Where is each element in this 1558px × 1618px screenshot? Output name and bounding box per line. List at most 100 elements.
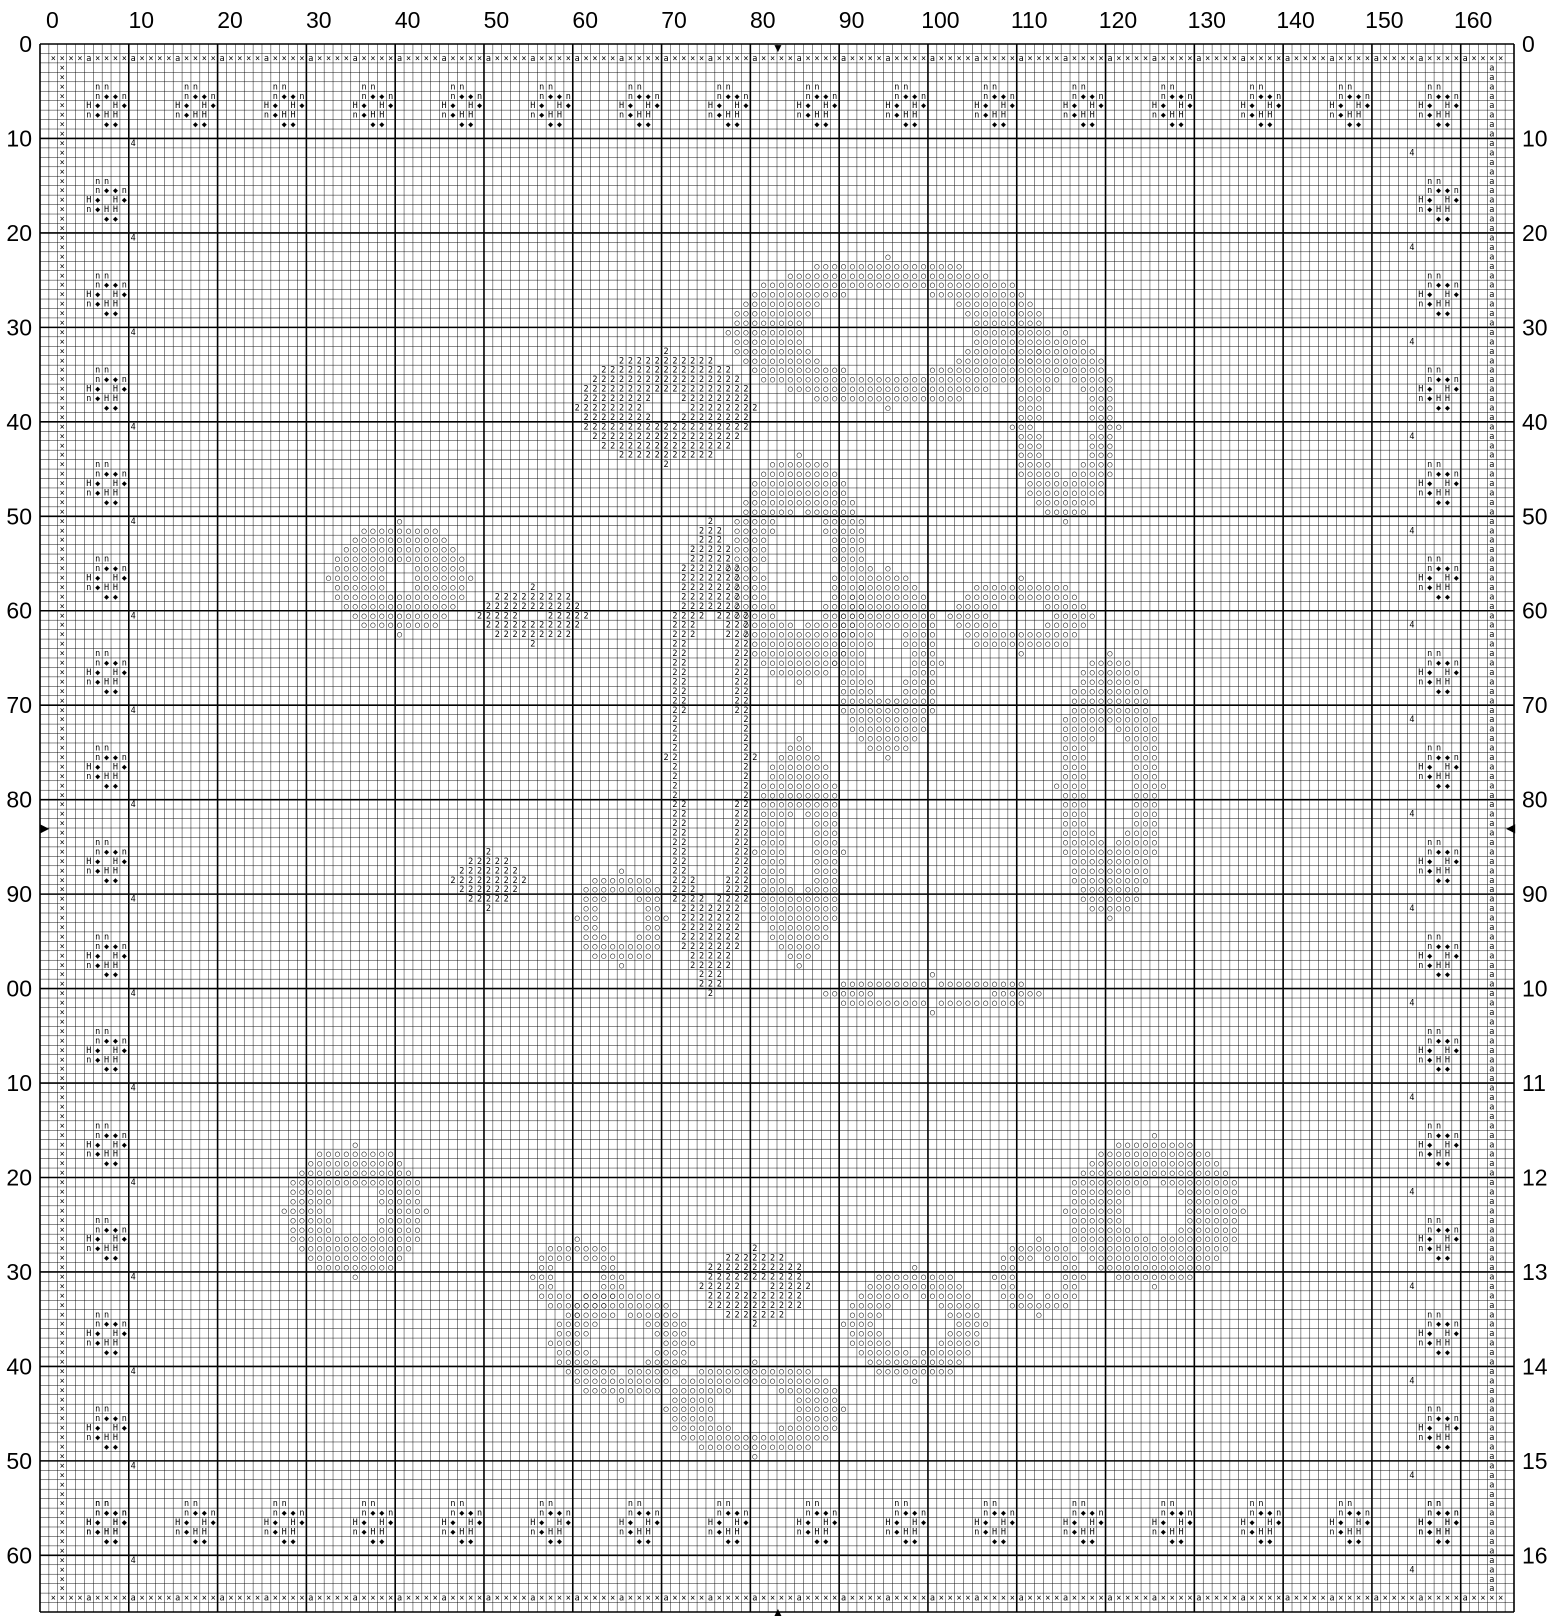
pattern-stitch: ○	[566, 1367, 571, 1377]
border-stitch: a	[708, 54, 713, 64]
motif-stitch: ◆	[1427, 205, 1433, 215]
border-stitch: ×	[193, 1594, 198, 1604]
pattern-stitch: ○	[592, 1320, 597, 1330]
motif-stitch: ◆	[104, 592, 110, 602]
pattern-stitch: ○	[752, 847, 757, 857]
center-marker-left: ▶	[40, 821, 50, 835]
pattern-stitch: ○	[424, 1206, 429, 1216]
pattern-stitch: ○	[841, 394, 846, 404]
tick-stitch: 4	[131, 1178, 136, 1188]
border-stitch: ×	[539, 1594, 544, 1604]
pattern-stitch: 2	[699, 1282, 704, 1292]
motif-stitch: ◆	[823, 1537, 829, 1547]
pattern-stitch: ○	[1187, 1273, 1192, 1283]
motif-stitch: ◆	[1436, 659, 1442, 669]
motif-stitch: n	[86, 111, 91, 121]
motif-stitch: ◆	[1427, 866, 1433, 876]
border-stitch: ×	[1480, 1594, 1485, 1604]
motif-stitch: ◆	[1249, 1528, 1255, 1538]
motif-stitch: n	[86, 1055, 91, 1065]
border-stitch: ×	[734, 54, 739, 64]
border-stitch: ×	[166, 54, 171, 64]
pattern-stitch: 2	[743, 895, 748, 905]
border-stitch: ×	[450, 1594, 455, 1604]
motif-stitch: ◆	[273, 1528, 279, 1538]
border-stitch: a	[797, 1594, 802, 1604]
pattern-stitch: ○	[388, 1263, 393, 1273]
pattern-stitch: 2	[708, 602, 713, 612]
motif-stitch: ◆	[104, 1348, 110, 1358]
left-axis-label: 10	[6, 125, 32, 151]
motif-stitch: n	[1418, 961, 1423, 971]
motif-stitch: ◆	[104, 1065, 110, 1075]
pattern-stitch: ○	[894, 999, 899, 1009]
pattern-stitch: ○	[282, 1206, 287, 1216]
motif-stitch: ◆	[1356, 120, 1362, 130]
pattern-stitch: ○	[433, 621, 438, 631]
motif-stitch: ◆	[1454, 1235, 1460, 1245]
motif-stitch: ◆	[104, 1159, 110, 1169]
pattern-stitch: ○	[779, 1386, 784, 1396]
border-stitch: ×	[806, 1594, 811, 1604]
pattern-stitch: 2	[512, 885, 517, 895]
pattern-stitch: ○	[530, 1273, 535, 1283]
motif-stitch: ◆	[1454, 290, 1460, 300]
border-stitch: ×	[726, 1594, 731, 1604]
pattern-stitch: ○	[717, 1386, 722, 1396]
pattern-stitch: ○	[1152, 1169, 1157, 1179]
pattern-stitch: ○	[894, 281, 899, 291]
motif-stitch: ◆	[557, 120, 563, 130]
pattern-stitch: 2	[530, 602, 535, 612]
pattern-stitch: ○	[983, 1320, 988, 1330]
pattern-stitch: ○	[1028, 592, 1033, 602]
border-stitch: ×	[1400, 1594, 1405, 1604]
border-stitch: ×	[1143, 1594, 1148, 1604]
border-stitch: ×	[406, 54, 411, 64]
border-stitch: ×	[939, 54, 944, 64]
motif-stitch: ◆	[637, 1509, 643, 1519]
pattern-stitch: ○	[983, 385, 988, 395]
motif-stitch: ◆	[122, 1424, 128, 1434]
top-axis-label: 40	[395, 7, 421, 33]
border-stitch: ×	[140, 1594, 145, 1604]
border-stitch: ×	[459, 1594, 464, 1604]
pattern-stitch: ○	[1099, 489, 1104, 499]
motif-stitch: ◆	[122, 479, 128, 489]
motif-stitch: n	[86, 205, 91, 215]
motif-stitch: ◆	[95, 1433, 101, 1443]
border-stitch: a	[885, 54, 890, 64]
pattern-stitch: 2	[726, 630, 731, 640]
border-stitch: ×	[468, 1594, 473, 1604]
pattern-stitch: ○	[930, 1291, 935, 1301]
border-stitch: ×	[1276, 54, 1281, 64]
border-stitch: ×	[1294, 54, 1299, 64]
motif-stitch: ◆	[362, 1528, 368, 1538]
pattern-stitch: ○	[1001, 640, 1006, 650]
pattern-stitch: 2	[761, 1273, 766, 1283]
border-stitch: ×	[1125, 54, 1130, 64]
pattern-stitch: ○	[1036, 413, 1041, 423]
border-stitch: a	[1418, 54, 1423, 64]
border-stitch: ×	[1045, 54, 1050, 64]
border-stitch: ×	[1392, 54, 1397, 64]
pattern-stitch: ○	[353, 1178, 358, 1188]
pattern-stitch: ○	[646, 1320, 651, 1330]
motif-stitch: n	[86, 1528, 91, 1538]
motif-stitch: ◆	[1454, 762, 1460, 772]
pattern-stitch: ○	[1152, 1282, 1157, 1292]
border-stitch: a	[1241, 1594, 1246, 1604]
border-stitch: ×	[1223, 1594, 1228, 1604]
motif-stitch: ◆	[95, 1339, 101, 1349]
border-stitch: ×	[157, 54, 162, 64]
motif-stitch: ◆	[1445, 120, 1451, 130]
pattern-stitch: ○	[823, 394, 828, 404]
pattern-stitch: ○	[1116, 1273, 1121, 1283]
pattern-stitch: ○	[1036, 498, 1041, 508]
pattern-stitch: 2	[752, 753, 757, 763]
border-stitch: ×	[1454, 54, 1459, 64]
motif-stitch: ◆	[1347, 1537, 1353, 1547]
border-stitch: ×	[51, 1594, 56, 1604]
pattern-stitch: ○	[1232, 1235, 1237, 1245]
motif-stitch: ◆	[1249, 111, 1255, 121]
motif-stitch: ◆	[104, 1443, 110, 1453]
